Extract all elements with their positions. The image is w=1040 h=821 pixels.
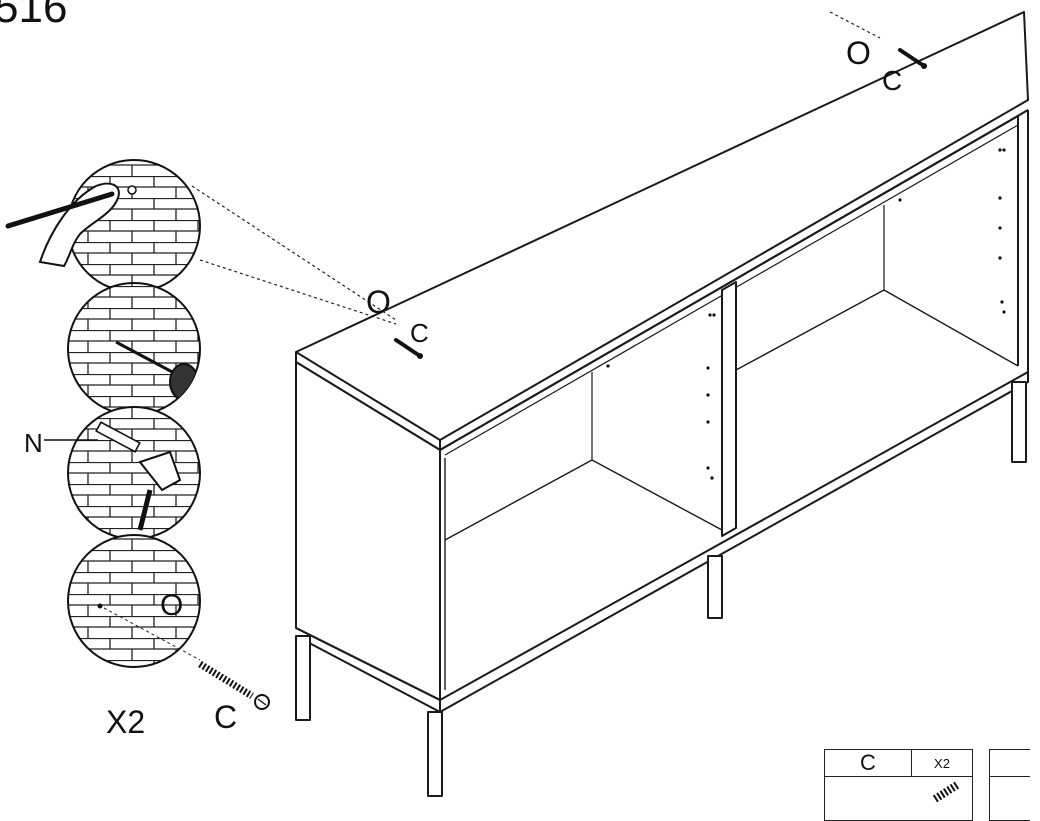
hammer-icon	[137, 450, 182, 531]
hand-with-pencil-icon	[5, 182, 120, 268]
cabinet-bottom-rail	[439, 371, 1029, 713]
screw-front	[394, 338, 423, 359]
screw-part-icon	[932, 781, 959, 803]
parts-table-next-cell	[989, 749, 1030, 777]
detail-insert-plug	[67, 406, 201, 540]
screw-icon	[103, 607, 270, 710]
wall-mounting-steps: N O C X2	[5, 159, 270, 740]
cabinet-divider	[721, 281, 737, 537]
parts-table-code: C	[824, 749, 912, 777]
assembly-diagram: O C O C	[5, 11, 1029, 797]
cabinet-top	[295, 11, 1029, 441]
plug-label: N	[24, 428, 43, 458]
parts-table: C X2	[824, 749, 1030, 821]
screw-back	[898, 48, 927, 69]
screw-label-detail: C	[214, 699, 237, 735]
detail-drill-hole	[67, 282, 201, 416]
hole-marker-back: O	[846, 35, 871, 71]
hole-marker-front: O	[366, 284, 391, 320]
detail-drive-screw	[67, 534, 201, 668]
screw-label-front: C	[410, 318, 429, 348]
wall-plug-icon	[95, 421, 141, 453]
parts-table-qty: X2	[911, 749, 973, 777]
sideboard-cabinet	[295, 11, 1029, 797]
alignment-lines	[191, 11, 881, 325]
screw-label-back: C	[882, 65, 902, 96]
quantity-label: X2	[106, 704, 145, 740]
detail-mark-hole	[5, 159, 201, 293]
hole-marker-detail: O	[160, 589, 183, 622]
step-number: 516	[0, 0, 68, 32]
parts-table-screw-image	[824, 776, 973, 821]
cabinet-legs	[295, 381, 1027, 797]
shelf-pin-holes	[606, 148, 1006, 480]
